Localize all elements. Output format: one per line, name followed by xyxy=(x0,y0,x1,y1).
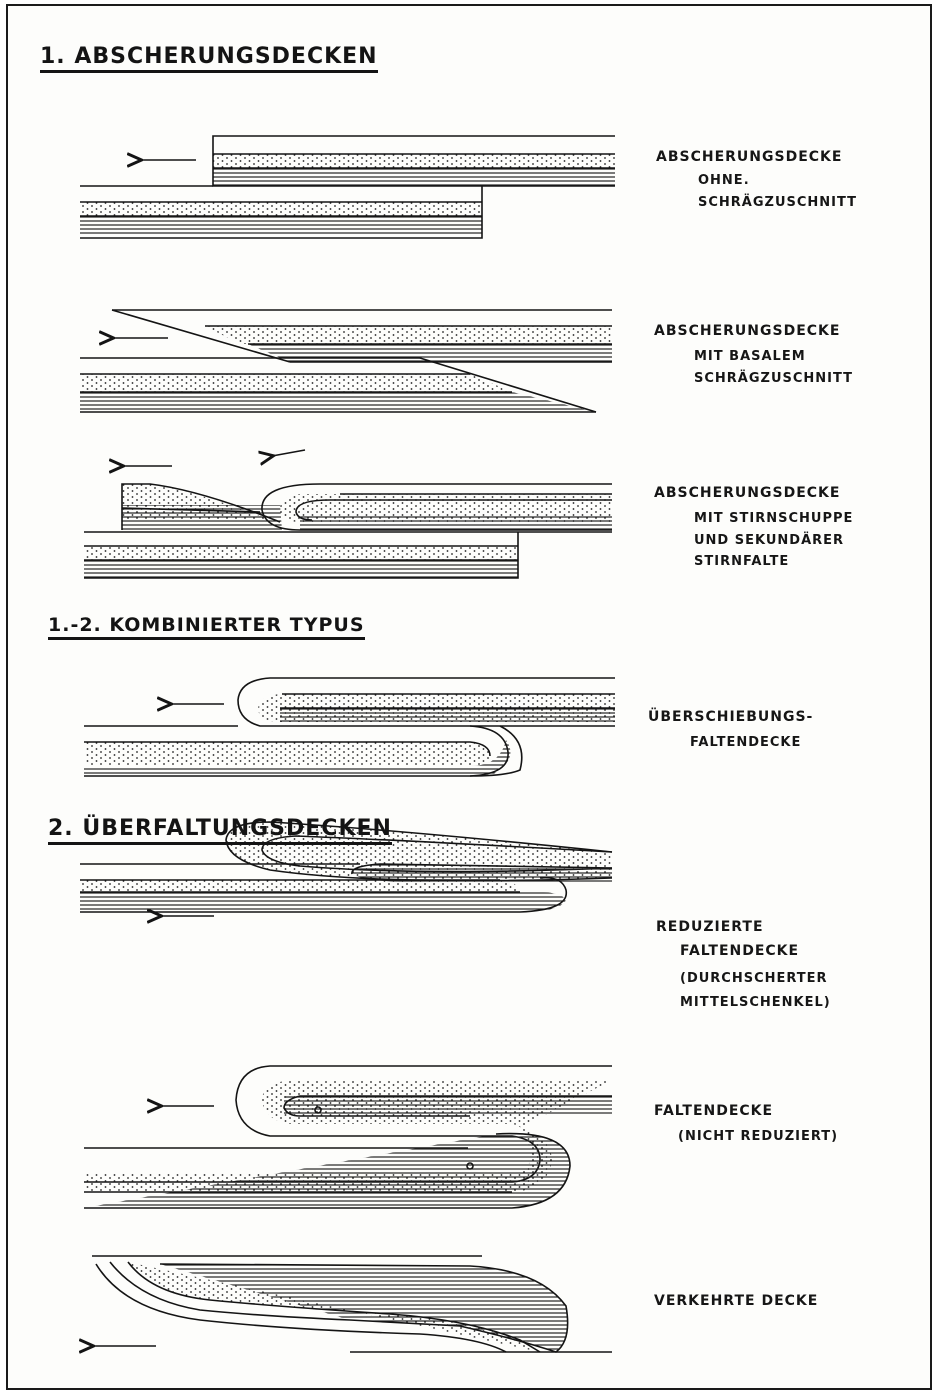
section-heading-kombinierter-typus: 1.-2. KOMBINIERTER TYPUS xyxy=(48,616,365,640)
diagram-abscherung-ohne xyxy=(80,136,615,238)
label-reduzierte-4: MITTELSCHENKEL) xyxy=(680,996,831,1009)
label-reduzierte-3: (DURCHSCHERTER xyxy=(680,972,828,985)
label-faltendecke-1: FALTENDECKE xyxy=(654,1104,773,1118)
section-heading-ueberfaltungsdecken: 2. ÜBERFALTUNGSDECKEN xyxy=(48,818,392,845)
label-stirnschuppe-4: STIRNFALTE xyxy=(694,555,789,568)
label-stirnschuppe-1: ABSCHERUNGSDECKE xyxy=(654,486,840,500)
label-reduzierte-2: FALTENDECKE xyxy=(680,944,799,958)
diagram-ueberschiebungs-faltendecke xyxy=(84,678,615,776)
label-abscherung-ohne-1: ABSCHERUNGSDECKE xyxy=(656,150,842,164)
diagram-abscherung-stirnschuppe xyxy=(84,450,612,578)
label-stirnschuppe-3: UND SEKUNDÄRER xyxy=(694,534,844,547)
diagram-faltendecke xyxy=(84,1066,612,1208)
label-abscherung-basal-2: MIT BASALEM xyxy=(694,350,806,363)
label-abscherung-basal-1: ABSCHERUNGSDECKE xyxy=(654,324,840,338)
section-heading-abscherungsdecken: 1. ABSCHERUNGSDECKEN xyxy=(40,46,378,73)
diagram-verkehrte-decke xyxy=(92,1256,612,1352)
label-abscherung-ohne-3: SCHRÄGZUSCHNITT xyxy=(698,196,857,209)
label-ueberschiebung-2: FALTENDECKE xyxy=(690,736,801,749)
label-verkehrte-decke: VERKEHRTE DECKE xyxy=(654,1294,818,1308)
diagram-abscherung-basal xyxy=(80,310,612,412)
label-ueberschiebung-1: ÜBERSCHIEBUNGS- xyxy=(648,710,813,724)
label-stirnschuppe-2: MIT STIRNSCHUPPE xyxy=(694,512,853,525)
label-abscherung-ohne-2: OHNE. xyxy=(698,174,750,187)
label-abscherung-basal-3: SCHRÄGZUSCHNITT xyxy=(694,372,853,385)
label-faltendecke-2: (NICHT REDUZIERT) xyxy=(678,1130,838,1143)
label-reduzierte-1: REDUZIERTE xyxy=(656,920,764,934)
